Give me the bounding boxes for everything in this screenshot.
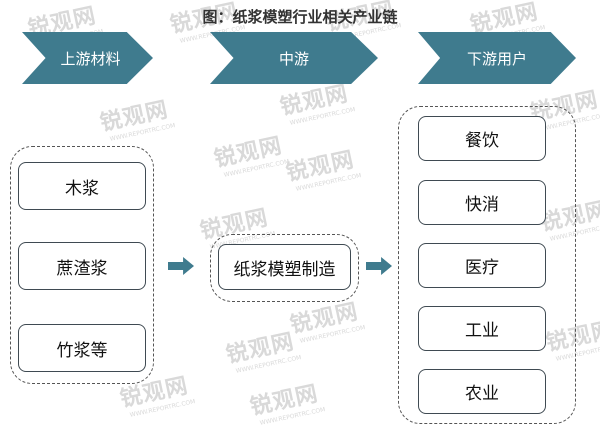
downstream-item-industry: 工业	[418, 306, 546, 351]
upstream-group	[10, 146, 154, 384]
downstream-item-agriculture: 农业	[418, 369, 546, 414]
downstream-item-medical: 医疗	[418, 243, 546, 288]
downstream-item-fmcg: 快消	[418, 180, 546, 225]
midstream-group	[210, 234, 359, 302]
stage-downstream: 下游用户	[418, 32, 576, 84]
arrow-right-icon	[366, 257, 392, 275]
upstream-item-bamboo-pulp: 竹浆等	[18, 324, 146, 372]
downstream-item-catering: 餐饮	[418, 116, 546, 161]
diagram-title: 图：纸浆模塑行业相关产业链	[202, 8, 398, 26]
midstream-item-manufacturing: 纸浆模塑制造	[218, 244, 351, 290]
upstream-item-bagasse-pulp: 蔗渣浆	[18, 242, 146, 290]
arrow-right-icon	[168, 257, 194, 275]
upstream-item-wood-pulp: 木浆	[18, 162, 146, 210]
stage-midstream: 中游	[210, 32, 378, 84]
stage-upstream: 上游材料	[22, 32, 153, 84]
downstream-group	[398, 106, 576, 424]
